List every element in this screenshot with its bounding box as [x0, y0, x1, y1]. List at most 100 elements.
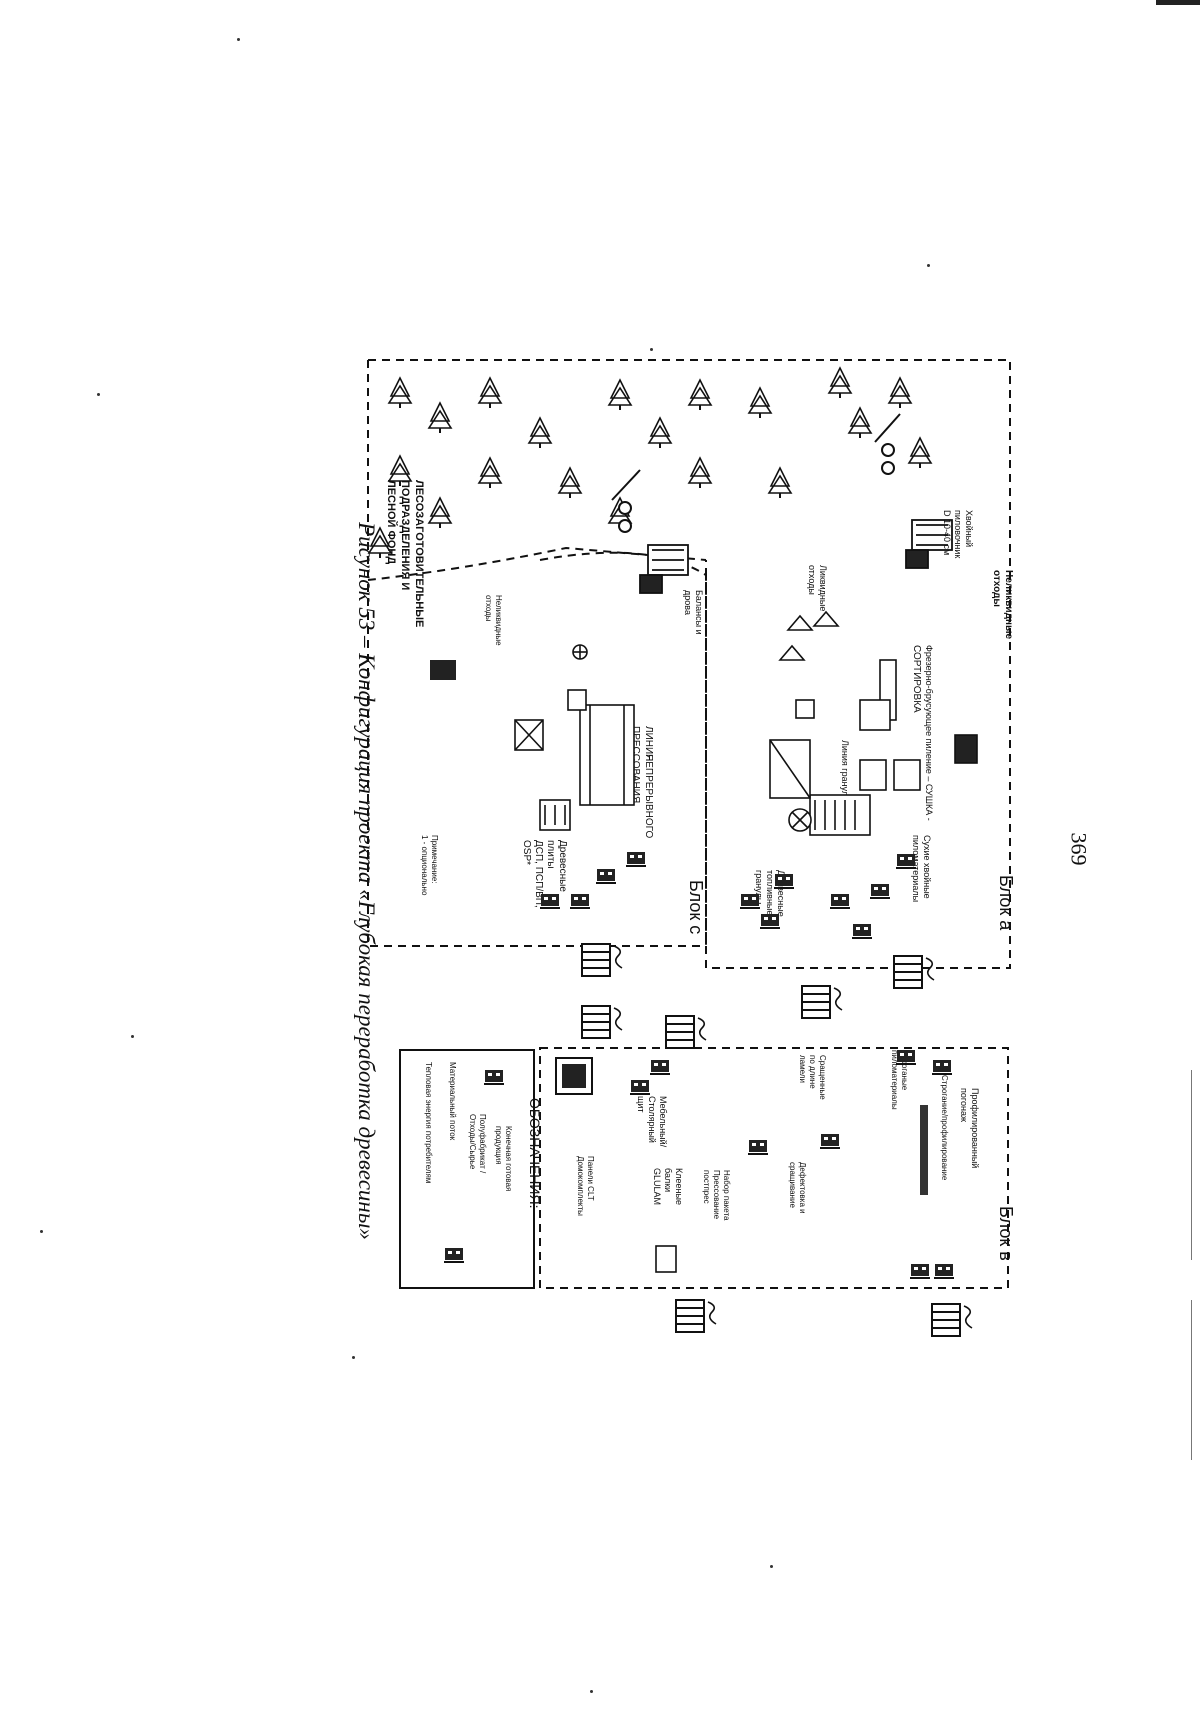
- pellet-line-label: Линия гранулирования: [840, 740, 850, 836]
- scan-edge-line: [1191, 1300, 1192, 1460]
- scan-speck: [352, 1356, 355, 1359]
- svg-text:Строгание/профилирование: Строгание/профилирование: [940, 1075, 949, 1181]
- planed-lumber-label: Строганые пиломатериалы: [890, 1050, 909, 1110]
- svg-text:ЛЕСОЗАГОТОВИТЕЛЬНЫЕ: ЛЕСОЗАГОТОВИТЕЛЬНЫЕ: [413, 480, 425, 627]
- press-line-label: ЛИНИЯ НЕПРЕРЫВНОГО ПРЕССОВАНИЯ: [630, 726, 654, 838]
- block-b-label: Блок в: [996, 1206, 1016, 1261]
- nonliquid-waste-c-label: Неликвидные отходы: [484, 595, 503, 646]
- press-line-equipment: [514, 644, 635, 831]
- svg-text:ОБОЗНАЧЕНИЯ:: ОБОЗНАЧЕНИЯ:: [527, 1098, 543, 1208]
- scan-speck: [650, 348, 653, 351]
- block-c-boundary: [539, 551, 707, 946]
- legend-semi-product: Полуфабрикат / Отходы/Сырье: [468, 1114, 487, 1174]
- svg-text:отходы: отходы: [991, 570, 1002, 607]
- option-note: Примечание: 1 - опционально: [420, 835, 439, 896]
- svg-text:OSP*: OSP*: [521, 840, 532, 865]
- svg-text:щит: щит: [636, 1096, 646, 1113]
- svg-text:топливные: топливные: [765, 870, 775, 915]
- legend-final-product: Конечная готовая продукция: [494, 1126, 513, 1191]
- svg-text:балки: балки: [663, 1168, 673, 1192]
- scan-speck: [770, 1565, 773, 1568]
- svg-text:Древесные: Древесные: [557, 840, 568, 892]
- fuel-pellets-label: Древесные топливные гранулы: [754, 870, 786, 917]
- block-b-products: [555, 1049, 955, 1279]
- sawmill-equipment: [809, 659, 978, 836]
- scan-speck: [590, 1690, 593, 1693]
- legend-product-icon: [483, 1069, 505, 1085]
- svg-text:Блок в: Блок в: [996, 1206, 1016, 1261]
- legend-consumer-icon: [443, 1247, 465, 1263]
- svg-text:Отходы/Сырье: Отходы/Сырье: [468, 1114, 477, 1170]
- svg-text:D 10-40 см: D 10-40 см: [942, 510, 952, 555]
- block-c-products: [430, 660, 647, 909]
- svg-text:сращивание: сращивание: [788, 1162, 797, 1208]
- svg-text:Конечная готовая: Конечная готовая: [504, 1126, 513, 1191]
- scan-speck: [40, 1230, 43, 1233]
- liquid-waste-label: Ликвидные отходы: [807, 565, 828, 611]
- legend-heat-flow: Тепловая энергия потребителям: [424, 1062, 433, 1183]
- svg-text:ламели: ламели: [798, 1055, 807, 1083]
- svg-text:постпрес: постпрес: [702, 1170, 711, 1204]
- svg-text:Балансы и: Балансы и: [694, 590, 704, 635]
- spliced-lumber-label: Сращенные по длине ламели: [798, 1055, 827, 1100]
- svg-text:НЕПРЕРЫВНОГО: НЕПРЕРЫВНОГО: [643, 754, 654, 838]
- svg-text:пиловочник: пиловочник: [953, 510, 963, 558]
- svg-text:продукция: продукция: [494, 1126, 503, 1165]
- boiler-icon: [430, 660, 456, 680]
- svg-text:Блок а: Блок а: [996, 875, 1016, 931]
- legend-box: [399, 1049, 535, 1289]
- block-c-label: Блок с: [686, 880, 706, 934]
- svg-text:плиты: плиты: [545, 840, 556, 869]
- legend-title: ОБОЗНАЧЕНИЯ:: [527, 1098, 543, 1208]
- legend-material-flow: Материальный поток: [448, 1062, 457, 1141]
- scan-speck: [131, 1035, 134, 1038]
- glulam-label: Клееные балки GLULAM: [652, 1168, 684, 1205]
- svg-text:СОРТИРОВКА: СОРТИРОВКА: [911, 645, 922, 713]
- conifer-logs-label: Хвойный пиловочник D 10-40 см: [942, 510, 974, 558]
- svg-text:Профилированный: Профилированный: [970, 1088, 980, 1168]
- svg-text:Тепловая энергия потребителям: Тепловая энергия потребителям: [424, 1062, 433, 1183]
- svg-text:дрова: дрова: [683, 590, 693, 615]
- svg-text:Мебельный/: Мебельный/: [658, 1096, 668, 1148]
- svg-text:Клееные: Клееные: [674, 1168, 684, 1205]
- balance-wood-label: Балансы и дрова: [683, 590, 704, 635]
- planing-line: [920, 1105, 928, 1195]
- svg-text:Линия гранулирования: Линия гранулирования: [840, 740, 850, 836]
- svg-text:Панели CLT: Панели CLT: [586, 1156, 595, 1201]
- log-truck-icon: [639, 544, 689, 594]
- scan-speck: [927, 264, 930, 267]
- svg-text:Блок с: Блок с: [686, 880, 706, 934]
- svg-text:ДСП, ПСП/ВП,: ДСП, ПСП/ВП,: [533, 840, 544, 908]
- block-a-label: Блок а: [996, 875, 1016, 931]
- svg-text:гранулы: гранулы: [754, 870, 764, 904]
- furniture-panel-label: Мебельный/ Столярный щит: [636, 1096, 668, 1148]
- svg-text:Материальный поток: Материальный поток: [448, 1062, 457, 1141]
- forest-label: ЛЕСОЗАГОТОВИТЕЛЬНЫЕ ПОДРАЗДЕЛЕНИЯ И ЛЕСН…: [385, 480, 425, 627]
- scan-corner-mark: [1156, 0, 1200, 5]
- svg-text:Сухие хвойные: Сухие хвойные: [922, 835, 932, 899]
- svg-text:Неликвидные: Неликвидные: [1003, 570, 1014, 640]
- svg-text:Набор пакета: Набор пакета: [722, 1170, 731, 1221]
- svg-text:1 - опционально: 1 - опционально: [420, 835, 429, 896]
- sawmill-label: Фрезерно-брусующее пиление – СУШКА - СОР…: [911, 645, 934, 821]
- svg-text:ЛЕСНОЙ ФОНД: ЛЕСНОЙ ФОНД: [385, 480, 398, 564]
- svg-text:Неликвидные: Неликвидные: [494, 595, 503, 646]
- defecting-label: Дефектовка и сращивание: [788, 1162, 807, 1214]
- svg-text:отходы: отходы: [484, 595, 493, 622]
- log-truck-icon: [905, 519, 953, 569]
- harvester-icon: [874, 413, 901, 475]
- svg-text:Дефектовка и: Дефектовка и: [798, 1162, 807, 1214]
- svg-text:Ликвидные: Ликвидные: [818, 565, 828, 611]
- block-b-boundary: [539, 1047, 1009, 1289]
- svg-text:Полуфабрикат /: Полуфабрикат /: [478, 1114, 487, 1174]
- profiled-lumber-label: Профилированный погонаж: [959, 1088, 980, 1168]
- svg-text:Примечание:: Примечание:: [430, 835, 439, 884]
- planing-label: Строгание/профилирование: [940, 1075, 949, 1181]
- boards-label: Древесные плиты ДСП, ПСП/ВП, OSP*: [521, 840, 568, 908]
- nonliquid-waste-a-label: Неликвидные отходы: [991, 570, 1014, 640]
- svg-text:по длине: по длине: [808, 1055, 817, 1089]
- block-a-boundary: [367, 359, 1011, 969]
- pellet-line-equipment: [769, 699, 815, 832]
- svg-text:GLULAM: GLULAM: [652, 1168, 662, 1205]
